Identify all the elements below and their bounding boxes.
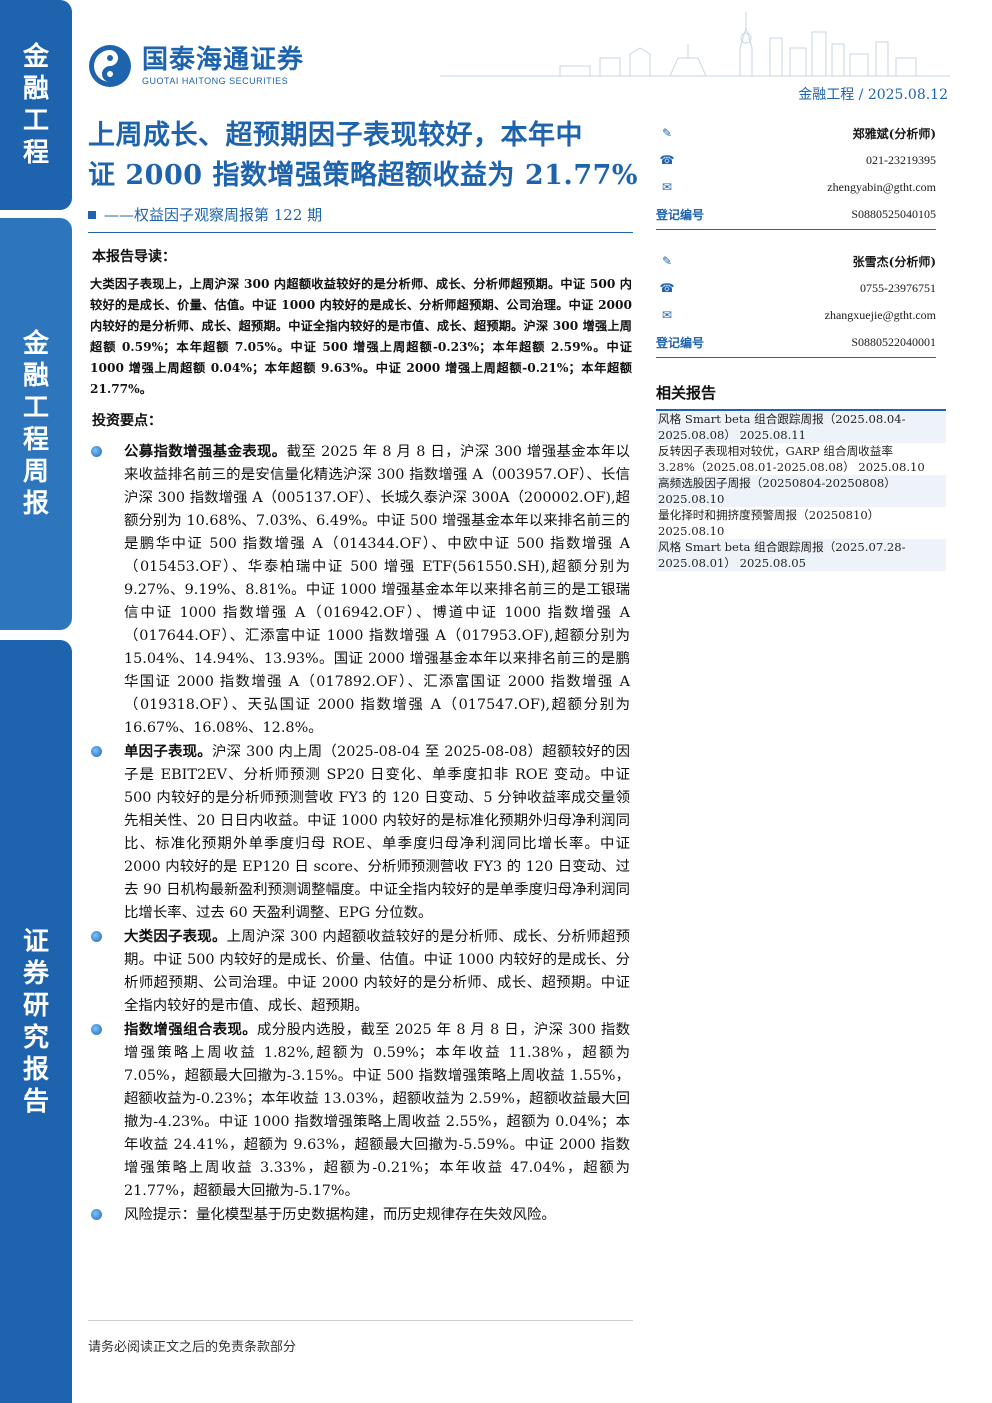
brand-logo: 国泰海通证券 GUOTAI HAITONG SECURITIES — [88, 44, 304, 88]
related-reports-heading: 相关报告 — [656, 382, 946, 411]
skyline-illustration — [440, 12, 950, 77]
related-reports: 相关报告 风格 Smart beta 组合跟踪周报（2025.08.04-202… — [656, 382, 946, 571]
point-lead: 指数增强组合表现。 — [124, 1021, 258, 1038]
related-report-link[interactable]: 量化择时和拥挤度预警周报（20250810） 2025.08.10 — [658, 508, 880, 538]
side-tab-char: 融 — [22, 74, 49, 104]
related-report-link[interactable]: 反转因子表现相对较优，GARP 组合周收益率 3.28%（2025.08.01-… — [658, 444, 925, 474]
side-tab-char: 金 — [22, 329, 49, 359]
disclaimer-note: 请务必阅读正文之后的免责条款部分 — [88, 1340, 297, 1355]
brand-logo-icon — [88, 44, 132, 88]
pen-icon: ✎ — [661, 254, 673, 268]
related-report-link[interactable]: 风格 Smart beta 组合跟踪周报（2025.08.04-2025.08.… — [656, 411, 946, 443]
side-tab-research-report: 证 券 研 究 报 告 — [0, 640, 72, 1403]
side-tab-char: 证 — [22, 926, 49, 957]
side-tab-char: 报 — [22, 489, 49, 519]
side-tab-char: 报 — [22, 1054, 49, 1085]
side-tab-weekly: 金 融 工 程 周 报 — [0, 218, 72, 630]
related-reports-list: 风格 Smart beta 组合跟踪周报（2025.08.04-2025.08.… — [656, 411, 946, 571]
registration-label: 登记编号 — [656, 336, 705, 350]
analyst-name: 郑雅斌(分析师) — [852, 127, 936, 141]
list-item: 大类因子表现。上周沪深 300 内超额收益较好的是分析师、成长、分析师超预期。中… — [88, 925, 636, 1018]
bullet-dot-icon — [88, 925, 124, 1018]
side-tab-char: 程 — [22, 425, 49, 455]
analyst-card: ✎ 张雪杰(分析师) ☎ 0755-23976751 ✉ zhangxuejie@gt… — [656, 248, 936, 356]
analyst-card: ✎ 郑雅斌(分析师) ☎ 021-23219395 ✉ zhengyabin@gtht… — [656, 120, 936, 228]
side-tab-char: 究 — [22, 1022, 49, 1053]
side-tab-financial-engineering: 金 融 工 程 — [0, 0, 72, 210]
registration-label: 登记编号 — [656, 208, 705, 222]
analyst-divider — [656, 357, 936, 358]
point-text: 沪深 300 内上周（2025-08-04 至 2025-08-08）超额较好的… — [124, 744, 630, 921]
title-divider — [88, 232, 633, 233]
side-tab-char: 程 — [22, 138, 49, 168]
header-category-date: 金融工程 / 2025.08.12 — [798, 87, 948, 103]
registration-number: S0880522040001 — [851, 335, 936, 349]
analyst-phone: 021-23219395 — [866, 153, 936, 167]
side-tab-char: 研 — [22, 990, 49, 1021]
point-text: 上周沪深 300 内超额收益较好的是分析师、成长、分析师超预期。中证 500 内… — [124, 929, 630, 1014]
mail-icon: ✉ — [661, 308, 673, 322]
report-title: 上周成长、超预期因子表现较好，本年中 证 2000 指数增强策略超额收益为 21… — [88, 116, 648, 196]
side-tab-char: 工 — [22, 106, 49, 136]
registration-number: S0880525040105 — [851, 207, 936, 221]
point-lead: 大类因子表现。 — [124, 928, 227, 945]
analyst-divider — [656, 229, 936, 230]
points-heading: 投资要点： — [92, 413, 162, 429]
brand-name-cn: 国泰海通证券 — [142, 45, 305, 75]
bullet-dot-icon — [88, 440, 124, 740]
analyst-email[interactable]: zhengyabin@gtht.com — [827, 180, 936, 194]
guide-heading: 本报告导读： — [92, 249, 176, 265]
list-item: 公募指数增强基金表现。截至 2025 年 8 月 8 日，沪深 300 增强基金… — [88, 440, 636, 740]
point-text: 截至 2025 年 8 月 8 日，沪深 300 增强基金本年以来收益排名前三的… — [124, 444, 630, 736]
point-lead: 公募指数增强基金表现。 — [124, 443, 287, 460]
analyst-email[interactable]: zhangxuejie@gtht.com — [824, 308, 936, 322]
brand-name-en: GUOTAI HAITONG SECURITIES — [142, 76, 289, 86]
related-report-link[interactable]: 风格 Smart beta 组合跟踪周报（2025.07.28-2025.08.… — [656, 539, 946, 571]
bullet-dot-icon — [88, 1203, 124, 1227]
analyst-phone: 0755-23976751 — [860, 281, 936, 295]
side-tab-char: 券 — [22, 958, 49, 989]
point-text: 风险提示：量化模型基于历史数据构建，而历史规律存在失效风险。 — [124, 1207, 556, 1223]
report-title-line: 证 2000 指数增强策略超额收益为 21.77% — [88, 160, 639, 191]
list-item: 风险提示：量化模型基于历史数据构建，而历史规律存在失效风险。 — [88, 1203, 636, 1227]
square-bullet-icon — [88, 210, 96, 219]
point-lead: 单因子表现。 — [124, 743, 212, 760]
pen-icon: ✎ — [661, 126, 673, 140]
side-tab-char: 周 — [22, 457, 49, 487]
analyst-name: 张雪杰(分析师) — [852, 255, 936, 269]
phone-icon: ☎ — [659, 281, 675, 295]
report-subtitle: ——权益因子观察周报第 122 期 — [88, 204, 322, 225]
phone-icon: ☎ — [659, 153, 675, 167]
report-title-line: 上周成长、超预期因子表现较好，本年中 — [88, 120, 583, 151]
list-item: 单因子表现。沪深 300 内上周（2025-08-04 至 2025-08-08… — [88, 740, 636, 925]
side-tab-char: 融 — [22, 361, 49, 391]
side-tab-char: 告 — [22, 1086, 49, 1117]
report-subtitle-text: ——权益因子观察周报第 122 期 — [104, 206, 323, 224]
bullet-dot-icon — [88, 1018, 124, 1203]
bullet-dot-icon — [88, 740, 124, 925]
key-points-list: 公募指数增强基金表现。截至 2025 年 8 月 8 日，沪深 300 增强基金… — [88, 440, 636, 1227]
mail-icon: ✉ — [661, 180, 673, 194]
list-item: 指数增强组合表现。成分股内选股，截至 2025 年 8 月 8 日，沪深 300… — [88, 1018, 636, 1203]
related-report-link[interactable]: 高频选股因子周报（20250804-20250808） 2025.08.10 — [656, 475, 946, 507]
side-tab-char: 金 — [22, 42, 49, 72]
side-tab-char: 工 — [22, 393, 49, 423]
guide-summary: 大类因子表现上，上周沪深 300 内超额收益较好的是分析师、成长、分析师超预期。… — [90, 277, 632, 396]
point-text: 成分股内选股，截至 2025 年 8 月 8 日，沪深 300 指数增强策略上周… — [124, 1022, 630, 1199]
footer-divider — [88, 1320, 633, 1321]
